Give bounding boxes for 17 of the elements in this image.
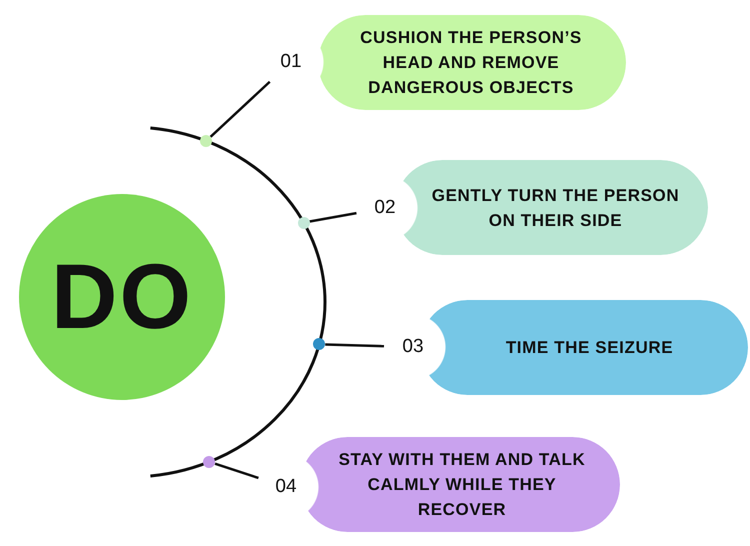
step-text: GENTLY TURN THE PERSON ON THEIR SIDE xyxy=(430,184,680,232)
step-text: CUSHION THE PERSON’S HEAD AND REMOVE DANGEROUS OBJECTS xyxy=(359,27,583,99)
step-text: STAY WITH THEM AND TALK CALMLY WHILE THEY RECOVER xyxy=(338,449,586,521)
marker-dot xyxy=(313,338,326,350)
step-number: 02 xyxy=(350,173,420,243)
connector-line xyxy=(214,462,259,480)
step-number: 04 xyxy=(251,452,321,522)
marker-dot xyxy=(200,134,212,147)
step-text: TIME THE SEIZURE xyxy=(506,337,674,359)
heading-text: DO xyxy=(51,244,193,350)
step-number: 01 xyxy=(256,27,326,97)
marker-dot xyxy=(203,456,216,468)
step-number: 03 xyxy=(378,312,448,382)
connector-line xyxy=(210,80,271,138)
marker-dot xyxy=(298,216,310,229)
connector-line xyxy=(309,212,357,223)
connector-line xyxy=(325,343,384,348)
